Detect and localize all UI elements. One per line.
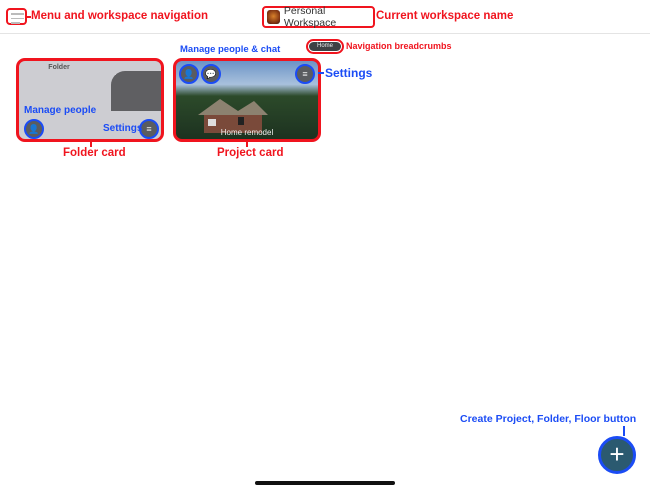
folder-label: Folder (48, 64, 70, 71)
header-divider (0, 33, 650, 34)
plus-icon: + (609, 439, 625, 469)
breadcrumb-home[interactable]: Home (309, 42, 341, 51)
sliders-icon: ≡ (302, 69, 308, 79)
add-person-icon: 👤 (28, 123, 40, 134)
annotation-project-card: Project card (217, 147, 284, 159)
breadcrumb: Home (306, 39, 344, 54)
create-button[interactable]: + (598, 436, 636, 474)
project-chat-button[interactable]: 💬 (201, 64, 221, 84)
annotation-project-manage: Manage people & chat (180, 44, 281, 55)
annotation-workspace: Current workspace name (376, 10, 514, 22)
annotation-leader (246, 141, 248, 147)
home-indicator (255, 481, 395, 485)
annotation-leader (318, 72, 324, 74)
project-title: Home remodel (220, 128, 274, 137)
annotation-create: Create Project, Folder, Floor button (460, 413, 637, 425)
folder-card[interactable]: Folder 👤 ≡ (16, 58, 164, 142)
chat-bubble-icon: 💬 (205, 68, 217, 79)
folder-manage-people-button[interactable]: 👤 (24, 119, 44, 139)
annotation-breadcrumbs: Navigation breadcrumbs (346, 41, 452, 51)
annotation-folder-settings: Settings (103, 123, 143, 134)
workspace-avatar (267, 10, 280, 24)
annotation-leader (90, 141, 92, 147)
folder-tab-shape (111, 71, 161, 111)
hamburger-line (11, 22, 20, 24)
annotation-leader (27, 16, 31, 18)
workspace-switcher[interactable]: Personal Workspace (262, 5, 375, 29)
workspace-name: Personal Workspace (283, 5, 337, 29)
annotation-project-settings: Settings (325, 66, 373, 80)
folder-tab-cut (76, 61, 116, 75)
annotation-folder-manage-people: Manage people (24, 105, 97, 116)
sliders-icon: ≡ (146, 124, 152, 134)
annotation-menu: Menu and workspace navigation (31, 10, 209, 22)
annotation-folder-card: Folder card (63, 147, 126, 159)
project-card[interactable]: 👤 💬 ≡ Home remodel (173, 58, 321, 142)
menu-button[interactable] (6, 8, 27, 25)
project-manage-people-button[interactable]: 👤 (179, 64, 199, 84)
hamburger-icon (11, 13, 24, 15)
project-settings-button[interactable]: ≡ (295, 64, 315, 84)
hamburger-line (11, 17, 24, 19)
house-photo (198, 99, 268, 133)
add-person-icon: 👤 (183, 68, 195, 79)
annotation-leader (623, 426, 625, 436)
folder-settings-button[interactable]: ≡ (139, 119, 159, 139)
